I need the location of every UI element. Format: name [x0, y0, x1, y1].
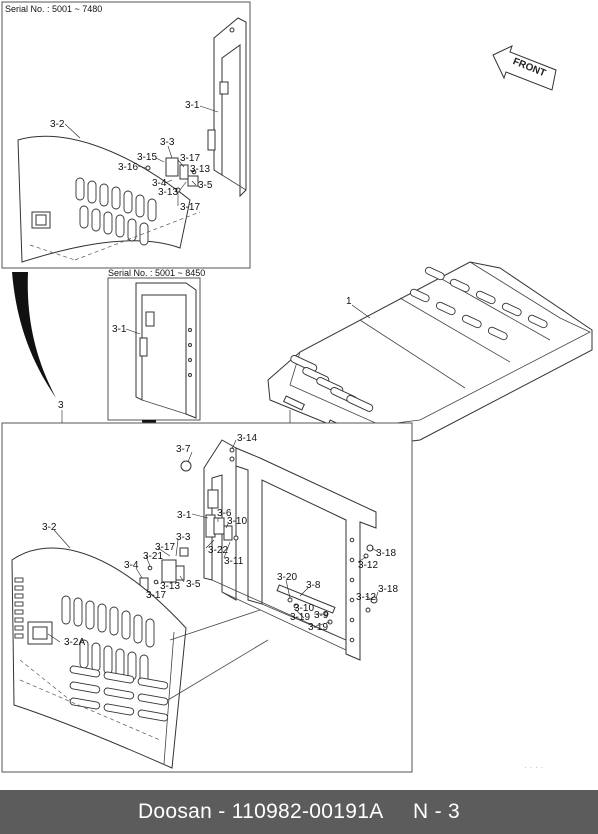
- callout-m-3-9: 3-9: [314, 610, 329, 621]
- left-edge-vent: [14, 577, 24, 639]
- callout-m-3-17b: 3-17: [146, 590, 166, 601]
- leaders-main: [47, 439, 379, 643]
- callout-m-3-2a: 3-2A: [64, 637, 85, 648]
- callout-m-3-13: 3-13: [160, 581, 180, 592]
- callout-1: 1: [346, 296, 352, 307]
- callout-tl-3-2: 3-2: [50, 119, 65, 130]
- callout-tl-3-16: 3-16: [118, 162, 138, 173]
- callout-m-3-10a: 3-10: [227, 516, 247, 527]
- side-panel-3-2-top: [17, 135, 201, 263]
- callout-m-3-19b: 3-19: [308, 622, 328, 633]
- callout-m-3-8: 3-8: [306, 580, 321, 591]
- callout-tl-3-5: 3-5: [198, 180, 213, 191]
- callout-tl-3-13b: 3-13: [158, 187, 178, 198]
- louver-slots-top: [75, 177, 157, 246]
- callout-m-3-4: 3-4: [124, 560, 139, 571]
- callout-m-3-18a: 3-18: [376, 548, 396, 559]
- cab-frame-main: [203, 439, 377, 661]
- front-direction-arrow: FRONT: [492, 45, 557, 91]
- frame-3-1-middle: [135, 282, 197, 419]
- roof-cover-1: 1: [267, 261, 593, 446]
- inset-middle-serial: Serial No. : 5001 ~ 8450: [108, 268, 205, 278]
- callout-m-3-6: 3-6: [217, 508, 232, 519]
- inset-top-left: Serial No. : 5001 ~ 7480: [1, 1, 251, 269]
- callout-m-3-12a: 3-12: [358, 560, 378, 571]
- callout-tl-3-4: 3-4: [152, 178, 167, 189]
- frame-3-1-top: [207, 17, 247, 198]
- side-panel-3-2-main: [11, 547, 269, 769]
- callout-tl-3-13a: 3-13: [190, 164, 210, 175]
- louver-slots-main: [61, 595, 169, 722]
- callout-tl-3-17b: 3-17: [180, 202, 200, 213]
- callout-m-3-20: 3-20: [277, 572, 297, 583]
- inset-middle: Serial No. : 5001 ~ 8450 3-1: [107, 268, 205, 421]
- footer-text: Doosan - 110982-00191A N - 3: [137, 800, 461, 823]
- callout-m-3-11: 3-11: [224, 556, 244, 567]
- callout-tl-3-17a: 3-17: [180, 153, 200, 164]
- callout-m-3-12b: 3-12: [356, 592, 376, 603]
- grommet-3-7: [180, 460, 192, 472]
- callout-m-3-21: 3-21: [143, 551, 163, 562]
- callout-m-3-18b: 3-18: [378, 584, 398, 595]
- callout-m-3-22: 3-22: [208, 545, 228, 556]
- sweep-left: [12, 272, 56, 398]
- roof-slots-front: [290, 355, 374, 412]
- callout-3: 3: [58, 400, 64, 411]
- inset-top-left-serial: Serial No. : 5001 ~ 7480: [5, 4, 102, 14]
- callout-m-3-19a: 3-19: [290, 612, 310, 623]
- callout-m-3-10b: 3-10: [294, 603, 314, 614]
- callout-m-3-2: 3-2: [42, 522, 57, 533]
- footer-bar: Doosan - 110982-00191A N - 3: [0, 790, 598, 834]
- roof-slots-rear: [409, 266, 548, 341]
- callout-tl-3-15: 3-15: [137, 152, 157, 163]
- callout-tl-3-3: 3-3: [160, 137, 175, 148]
- callout-tl-3-1: 3-1: [185, 100, 200, 111]
- leaders-top-inset: [64, 105, 219, 206]
- callout-m-3-5: 3-5: [186, 579, 201, 590]
- callout-m-3-17a: 3-17: [155, 542, 175, 553]
- callout-mid-3-1: 3-1: [112, 324, 127, 335]
- parts-diagram: FRONT Serial No. : 5001 ~ 7480: [1, 1, 593, 773]
- watermark-dots: · · · ·: [524, 762, 544, 772]
- callout-m-3-1: 3-1: [177, 510, 192, 521]
- callout-m-3-3: 3-3: [176, 532, 191, 543]
- main-assembly-box: 3: [1, 400, 413, 773]
- callout-m-3-14: 3-14: [237, 433, 257, 444]
- callout-m-3-7: 3-7: [176, 444, 191, 455]
